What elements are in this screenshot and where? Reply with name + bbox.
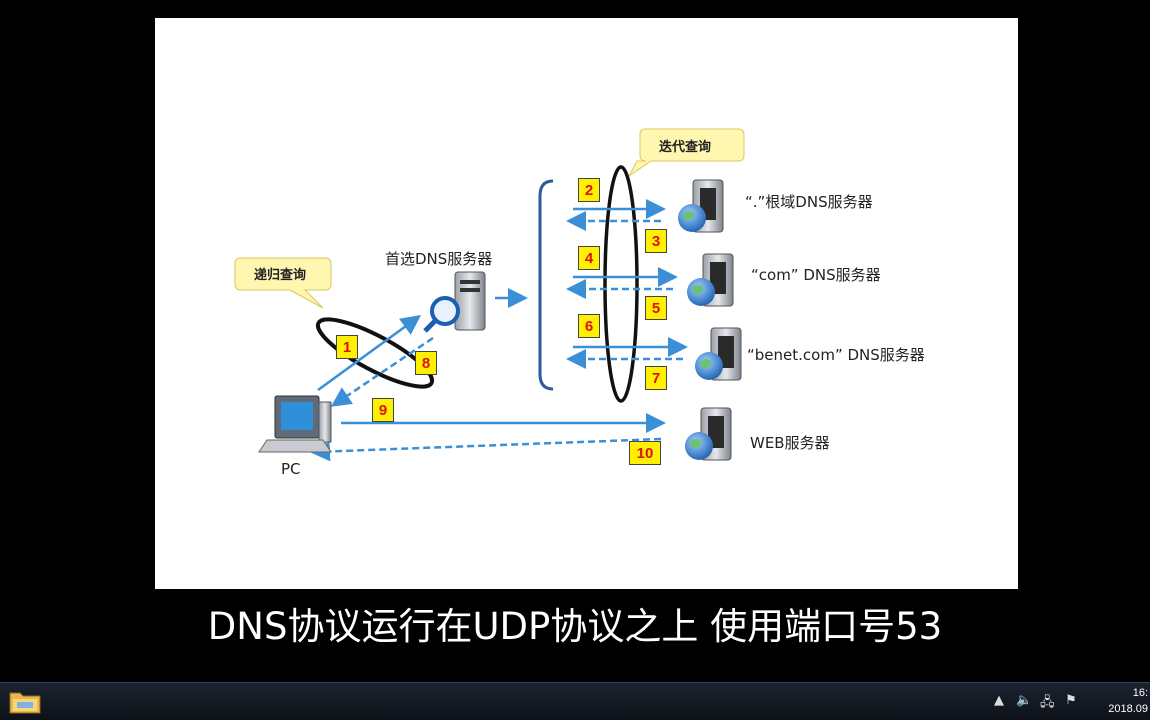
recursive-ellipse (315, 317, 435, 389)
clock-date: 2018.09 (1108, 703, 1148, 715)
preferred-dns-server-icon (423, 271, 486, 333)
step-6-badge: 6 (578, 314, 600, 338)
root-dns-label: “.”根域DNS服务器 (745, 193, 873, 211)
step-10-badge: 10 (629, 441, 661, 465)
diagram-canvas (234, 128, 745, 462)
step-9-badge: 9 (372, 398, 394, 422)
iterative-ellipse (603, 165, 639, 403)
step-7-badge: 7 (645, 366, 667, 390)
benet-dns-label: “benet.com” DNS服务器 (747, 346, 925, 364)
system-tray: ▲ 🔈 🖧 ⚑ (992, 693, 1078, 715)
arrow-step-8 (330, 336, 434, 407)
preferred-dns-label: 首选DNS服务器 (385, 250, 493, 268)
step-4-badge: 4 (578, 246, 600, 270)
volume-icon[interactable]: 🔈 (1016, 693, 1033, 708)
step-8-badge: 8 (415, 351, 437, 375)
clock-time: 16: (1132, 687, 1148, 699)
taskbar: ▲ 🔈 🖧 ⚑ 16: 2018.09 (0, 682, 1150, 720)
step-5-badge: 5 (645, 296, 667, 320)
step-1-badge: 1 (336, 335, 358, 359)
server-group-bracket (538, 179, 554, 391)
web-server-label: WEB服务器 (750, 434, 830, 452)
arrow-step-1 (317, 315, 422, 392)
pc-icon (258, 395, 332, 453)
file-explorer-icon[interactable] (8, 687, 42, 719)
video-subtitle: DNS协议运行在UDP协议之上 使用端口号53 (207, 605, 943, 648)
benet-dns-server-icon (695, 327, 742, 381)
com-dns-label: “com” DNS服务器 (751, 266, 881, 284)
show-hidden-icons-icon[interactable]: ▲ (994, 693, 1004, 708)
recursive-query-label: 递归查询 (254, 268, 307, 283)
web-server-icon (685, 407, 732, 461)
com-dns-server-icon (687, 253, 734, 307)
step-2-badge: 2 (578, 178, 600, 202)
slide: 递归查询 迭代查询 首选DNS服务器 “.”根域DNS服务器 “com” DNS… (155, 18, 1018, 589)
action-center-flag-icon[interactable]: ⚑ (1065, 693, 1077, 708)
step-3-badge: 3 (645, 229, 667, 253)
iterative-query-label: 迭代查询 (659, 140, 712, 155)
pc-label: PC (281, 460, 301, 478)
iterative-callout (628, 128, 745, 177)
recursive-callout (234, 257, 332, 309)
clock[interactable]: 16: 2018.09 (1108, 685, 1148, 717)
root-dns-server-icon (678, 179, 724, 233)
arrow-step-10 (310, 437, 662, 462)
network-icon[interactable]: 🖧 (1040, 695, 1055, 710)
